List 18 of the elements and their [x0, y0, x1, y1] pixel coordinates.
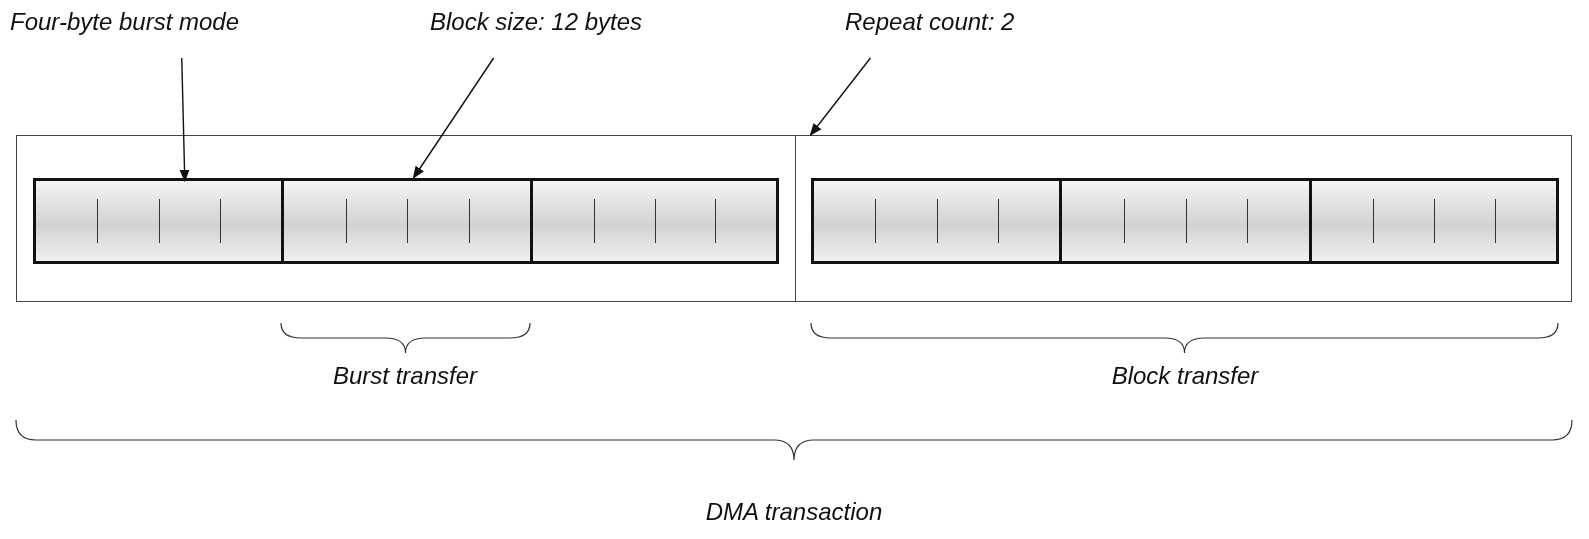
- bracket-label: DMA transaction: [705, 498, 883, 526]
- annotation-text: Four-byte burst mode: [10, 8, 239, 36]
- burst-segment: [36, 181, 284, 261]
- annotation-text: Repeat count: 2: [845, 8, 1015, 36]
- burst-segment: [533, 181, 776, 261]
- burst-segment: [1062, 181, 1312, 261]
- burst-segment: [284, 181, 533, 261]
- frame-box: [16, 135, 796, 302]
- block-bar: [33, 178, 779, 264]
- bracket-label: Block transfer: [1111, 362, 1259, 390]
- frame-box: [795, 135, 1572, 302]
- burst-segment: [814, 181, 1062, 261]
- leader-arrow: [412, 57, 495, 180]
- leader-arrow: [809, 57, 872, 136]
- burst-segment: [1312, 181, 1556, 261]
- bracket-label: Burst transfer: [333, 362, 477, 390]
- annotation-text: Block size: 12 bytes: [430, 8, 643, 36]
- block-bar: [811, 178, 1559, 264]
